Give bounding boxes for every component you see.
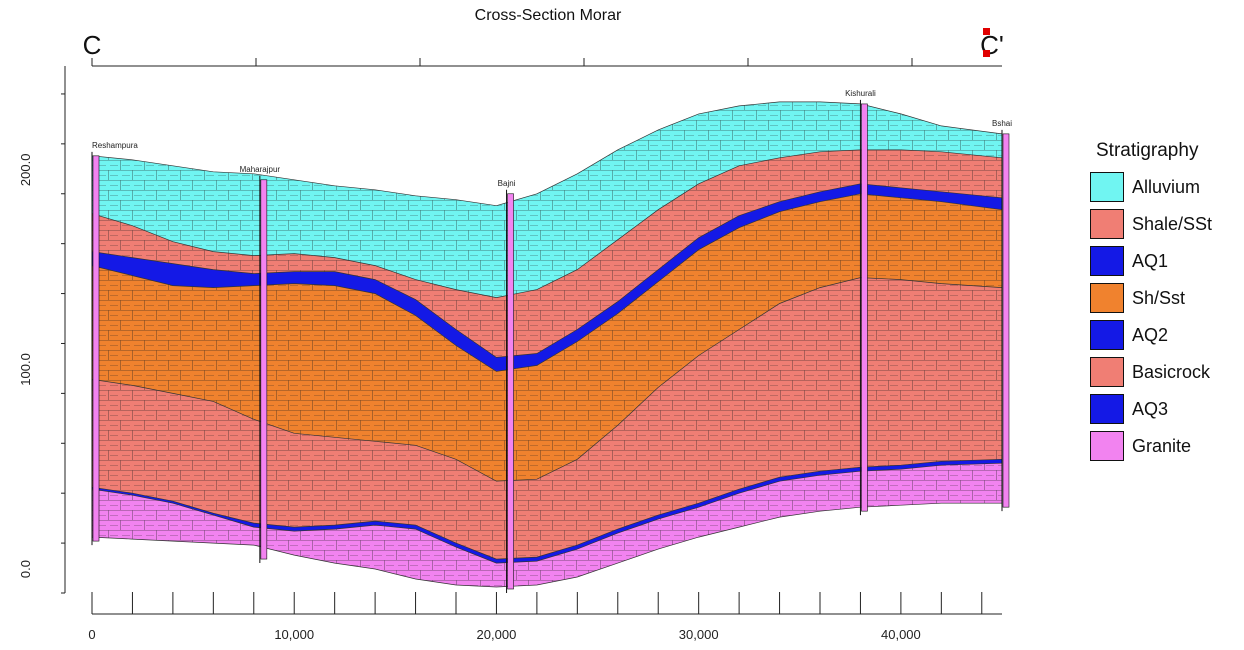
layer-boundary: [91, 458, 1003, 560]
legend-swatch-aq1: [1090, 246, 1124, 276]
section-end-marker[interactable]: [983, 28, 990, 57]
legend-swatch-aq3: [1090, 394, 1124, 424]
well-label: Bajni: [498, 179, 516, 188]
legend-swatch-shale-sst: [1090, 209, 1124, 239]
well-maharajpur: Maharajpur: [240, 165, 281, 564]
legend-item-shale-sst: Shale/SSt: [1090, 209, 1240, 239]
layer-sh-sst-pattern: [92, 193, 1002, 482]
legend-title: Stratigraphy: [1096, 140, 1199, 161]
well-reshampura: Reshampura: [91, 141, 138, 546]
legend-swatch-sh-sst: [1090, 283, 1124, 313]
legend-label-aq1: AQ1: [1132, 250, 1169, 271]
legend-label-shale-sst: Shale/SSt: [1132, 213, 1213, 234]
layer-boundary: [91, 101, 1003, 207]
legend-label-aq3: AQ3: [1132, 398, 1169, 419]
layer-boundary: [91, 149, 1003, 298]
x-tick-label: 20,000: [477, 627, 517, 642]
section-start-label: C: [83, 30, 102, 60]
legend-item-sh-sst: Sh/Sst: [1090, 283, 1240, 313]
well-kishurali: Kishurali: [845, 89, 876, 516]
legend-item-basicrock: Basicrock: [1090, 357, 1240, 387]
x-tick-label: 30,000: [679, 627, 719, 642]
legend-item-aq1: AQ1: [1090, 246, 1240, 276]
well-label: Kishurali: [845, 89, 876, 98]
y-tick-label: 100.0: [18, 353, 33, 386]
legend-label-granite: Granite: [1132, 435, 1192, 456]
x-axis: 0 10,000 20,000 30,000 40,000: [88, 592, 1002, 642]
chart-title: Cross-Section Morar: [475, 7, 622, 24]
layer-boundary: [91, 183, 1003, 358]
top-axis: [91, 58, 1002, 67]
y-tick-label: 0.0: [18, 560, 33, 578]
layer-granite-pattern: [92, 463, 1002, 587]
layer-boundary: [91, 193, 1003, 372]
well-label: Reshampura: [92, 141, 138, 150]
x-tick-label: 10,000: [274, 627, 314, 642]
well-bajni: Bajni: [498, 179, 516, 593]
legend-item-aq2: AQ2: [1090, 320, 1240, 350]
strata-layers: [91, 101, 1003, 588]
layer-basicrock-pattern: [92, 277, 1002, 560]
well-label: Maharajpur: [240, 165, 281, 174]
layer-boundary: [91, 502, 1002, 588]
legend-swatch-alluvium: [1090, 172, 1124, 202]
legend-label-sh-sst: Sh/Sst: [1132, 287, 1186, 308]
x-tick-label: 40,000: [881, 627, 921, 642]
legend-label-basicrock: Basicrock: [1132, 361, 1211, 382]
legend-swatch-basicrock: [1090, 357, 1124, 387]
layer-shale-sst-pattern: [92, 149, 1002, 358]
legend-label-alluvium: Alluvium: [1132, 176, 1201, 197]
well-label: Bshai: [992, 119, 1012, 128]
layer-aq1: [92, 183, 1002, 372]
y-axis: 0.0 100.0 200.0: [18, 66, 66, 594]
legend-item-aq3: AQ3: [1090, 394, 1240, 424]
well-bshai: Bshai: [992, 119, 1012, 512]
layer-alluvium-pattern: [92, 101, 1002, 298]
legend-item-granite: Granite: [1090, 431, 1240, 461]
legend-label-aq2: AQ2: [1132, 324, 1169, 345]
layer-boundary: [91, 277, 1003, 482]
legend: Stratigraphy Alluvium Shale/SSt AQ1 Sh/S…: [1090, 140, 1240, 468]
y-tick-label: 200.0: [18, 154, 33, 187]
legend-swatch-aq2: [1090, 320, 1124, 350]
layer-boundary: [91, 462, 1003, 564]
legend-swatch-granite: [1090, 431, 1124, 461]
x-tick-label: 0: [88, 627, 95, 642]
legend-item-alluvium: Alluvium: [1090, 172, 1240, 202]
